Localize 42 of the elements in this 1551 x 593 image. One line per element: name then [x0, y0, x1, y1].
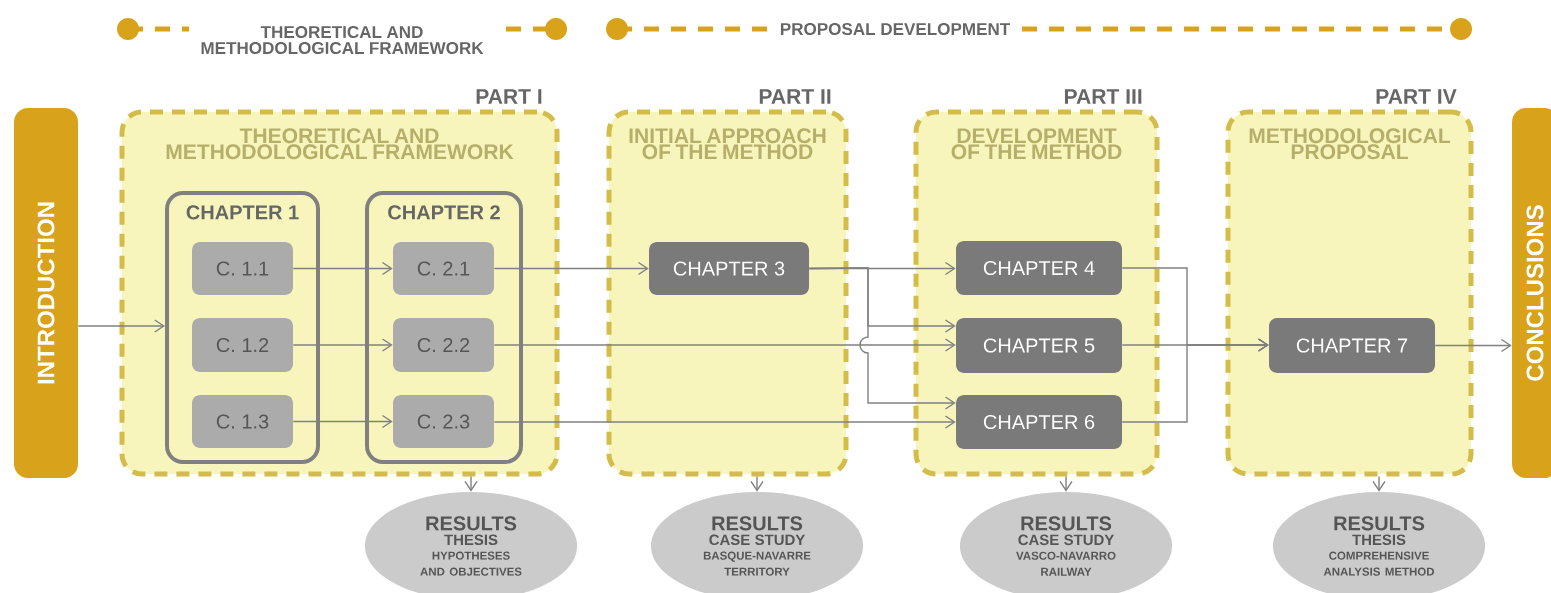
panel-heading: THEORETICAL AND METHODOLOGICAL FRAMEWORK: [166, 128, 514, 160]
chapter-box: CHAPTER 6: [956, 395, 1122, 449]
section-bar: CONCLUSIONS: [1512, 108, 1551, 478]
arrow: [1372, 475, 1386, 492]
arrow: [464, 475, 478, 492]
section-box: C. 2.3: [393, 395, 494, 448]
timeline-label: THEORETICAL AND METHODOLOGICAL FRAMEWORK: [189, 22, 495, 58]
panel-heading: INITIAL APPROACH OF THE METHOD: [629, 128, 826, 160]
arrow: [1434, 338, 1512, 353]
chapter-box: CHAPTER 3: [649, 242, 809, 295]
part-label: PART III: [1064, 89, 1142, 104]
section-box: C. 2.2: [393, 318, 494, 372]
chapter-box: CHAPTER 5: [956, 318, 1122, 373]
arrow: [77, 319, 165, 333]
chapter-group-box: [365, 191, 523, 464]
arrow: [808, 267, 956, 410]
chapter-heading: CHAPTER 1: [186, 205, 299, 220]
part-panel: [1225, 89, 1474, 477]
chapter-box: CHAPTER 7: [1269, 318, 1435, 373]
part-label: PART I: [476, 89, 542, 104]
section-box: C. 1.3: [192, 395, 293, 448]
arrow: [1059, 475, 1073, 492]
chapter-group-box: [165, 191, 320, 464]
arrow: [292, 338, 393, 352]
timeline-label: PROPOSAL DEVELOPMENT: [773, 16, 1017, 42]
section-box: C. 1.1: [192, 242, 293, 295]
arrow: [292, 261, 393, 276]
arrow: [750, 475, 764, 492]
arrow: [1121, 338, 1269, 423]
panel-heading: DEVELOPMENT OF THE METHOD: [951, 128, 1122, 160]
section-box: C. 2.1: [393, 242, 494, 295]
section-box: C. 1.2: [192, 318, 293, 372]
arrow: [292, 414, 393, 429]
chapter-box: CHAPTER 4: [956, 241, 1122, 295]
arrow: [493, 415, 956, 429]
arrow: [493, 338, 956, 352]
arrow: [493, 261, 649, 276]
chapter-heading: CHAPTER 2: [388, 205, 500, 220]
part-label: PART IV: [1376, 89, 1457, 104]
panel-heading: METHODOLOGICAL PROPOSAL: [1249, 128, 1451, 160]
section-bar: INTRODUCTION: [14, 108, 78, 478]
part-label: PART II: [759, 89, 831, 104]
